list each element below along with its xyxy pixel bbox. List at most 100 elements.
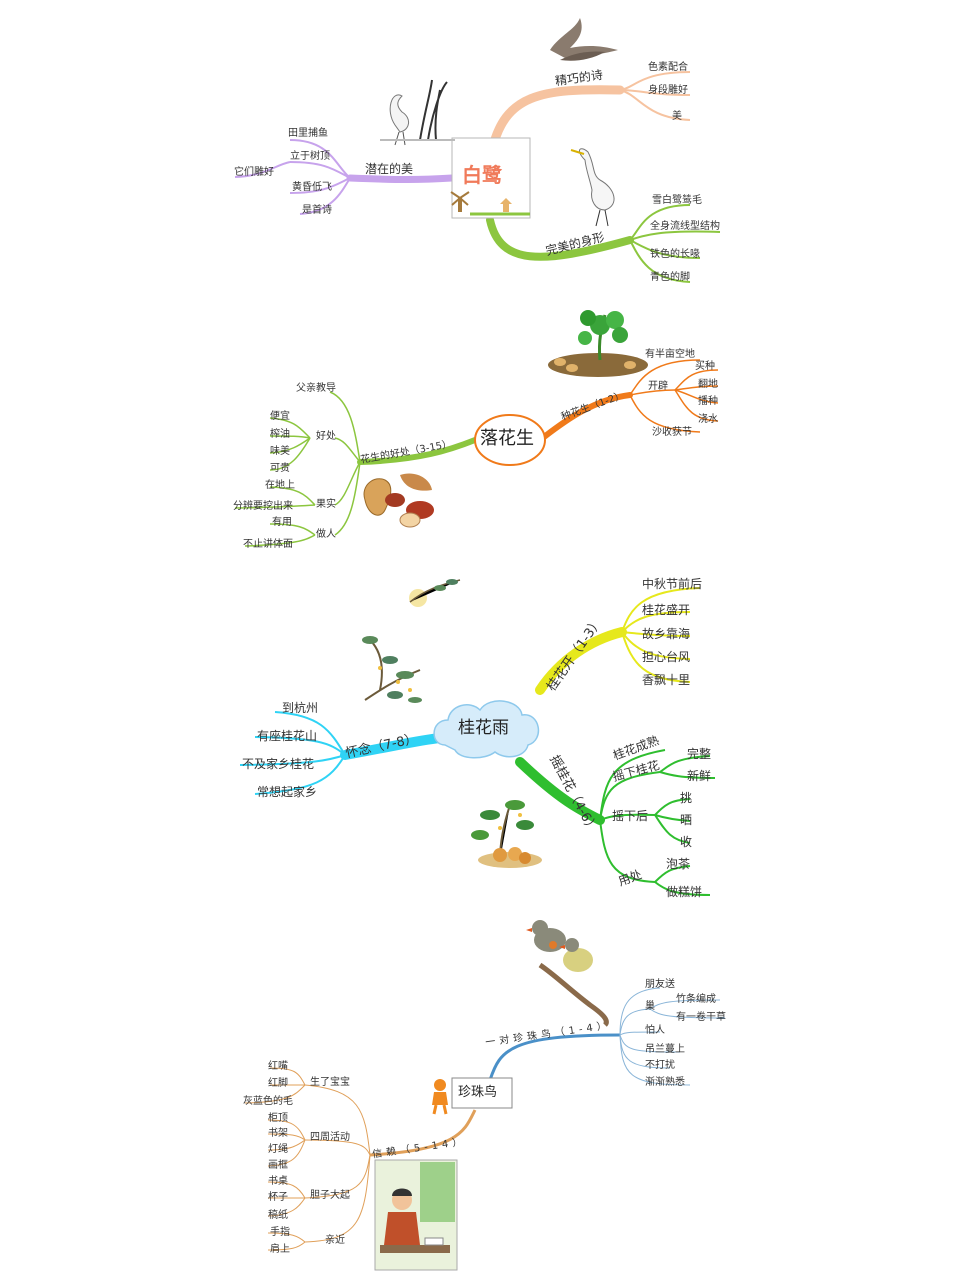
leaf-kaipi: 开辟 bbox=[648, 381, 668, 392]
leaf-jianjian: 渐渐熟悉 bbox=[645, 1077, 685, 1088]
root-bailu: 白鹭 bbox=[462, 163, 502, 187]
leaf-beizi: 杯子 bbox=[268, 1192, 288, 1203]
leaf-qingse: 青色的脚 bbox=[650, 272, 690, 283]
leaf-zhayou: 榨油 bbox=[270, 429, 290, 440]
egret-standing-icon bbox=[570, 148, 615, 227]
leaf-shoushi: 是首诗 bbox=[302, 205, 332, 216]
leaf-liyu: 立于树顶 bbox=[290, 151, 330, 162]
leaf-xinxian: 新鲜 bbox=[687, 769, 712, 783]
branch-qianzai bbox=[346, 174, 456, 183]
leaf-danzi: 胆子大起 bbox=[310, 1190, 350, 1201]
map-pearl-bird bbox=[244, 920, 726, 1271]
leaf-xiangpiao: 香飘十里 bbox=[642, 673, 691, 687]
peanuts-icon bbox=[363, 473, 434, 528]
branch-wanmei bbox=[486, 216, 634, 261]
leaf-weimei: 味美 bbox=[270, 446, 290, 457]
leaf-wanzheng: 完整 bbox=[687, 747, 712, 761]
flying-birds-icon bbox=[550, 18, 618, 61]
leaf-youyong: 有用 bbox=[272, 517, 292, 528]
leaf-maizhong: 买种 bbox=[695, 361, 715, 372]
leaf-tianli: 田里捕鱼 bbox=[288, 128, 328, 139]
map-osmanthus bbox=[239, 579, 716, 896]
leaf-shengkai: 桂花盛开 bbox=[642, 603, 691, 617]
leaf-buji: 不及家乡桂花 bbox=[242, 757, 315, 771]
leaf-zaidishang: 在地上 bbox=[265, 480, 295, 491]
branch-yiduizhenzhuniao bbox=[488, 1033, 621, 1081]
map-egret bbox=[234, 18, 721, 283]
leaf-guihuashan: 有座桂花山 bbox=[257, 729, 318, 743]
leaf-huilan: 灰蓝色的毛 bbox=[243, 1096, 293, 1107]
leaf-haochu: 好处 bbox=[316, 431, 336, 442]
windmill-icon bbox=[450, 191, 530, 216]
leaf-banmu: 有半亩空地 bbox=[645, 349, 695, 360]
leaf-shouhuo: 沙收获节 bbox=[652, 427, 692, 438]
leaf-shenduan: 身段雕好 bbox=[648, 85, 688, 96]
leaf-jianshang: 肩上 bbox=[270, 1244, 290, 1255]
leaf-shouzhi: 手指 bbox=[270, 1227, 290, 1238]
leaf-kegui: 可贵 bbox=[270, 463, 290, 474]
leaf-guoshi: 果实 bbox=[316, 499, 336, 510]
leaf-zhongqiu: 中秋节前后 bbox=[642, 577, 703, 591]
leaf-pengyou: 朋友送 bbox=[645, 979, 675, 990]
egret-icon bbox=[380, 79, 455, 146]
leaf-bozhong: 播种 bbox=[698, 396, 718, 407]
person-icon bbox=[432, 1079, 448, 1115]
cloud-icon bbox=[433, 700, 540, 759]
leaf-tiese: 铁色的长喙 bbox=[650, 249, 700, 260]
leaf-fandi: 翻地 bbox=[698, 379, 718, 390]
branch-zhonghuasheng bbox=[537, 392, 633, 443]
leaf-paren: 怕人 bbox=[645, 1025, 665, 1036]
writer-scene-icon bbox=[374, 1159, 458, 1271]
leaf-yaoxiahou: 摇下后 bbox=[612, 809, 649, 823]
osmanthus-branch-icon bbox=[362, 579, 461, 703]
leaf-tiao: 挑 bbox=[680, 791, 693, 805]
leaf-mei: 美 bbox=[672, 111, 682, 122]
map-peanut bbox=[234, 310, 719, 547]
root-guihuayu: 桂花雨 bbox=[458, 718, 509, 738]
branch-label-qianzai: 潜在的美 bbox=[365, 162, 414, 176]
branch-huainian bbox=[340, 733, 445, 760]
osmanthus-plant-icon bbox=[471, 800, 542, 868]
leaf-changxiang: 常想起家乡 bbox=[257, 785, 318, 799]
leaf-shujia: 书架 bbox=[268, 1128, 288, 1139]
peanut-plant-icon bbox=[548, 310, 648, 377]
leaf-dengsheng: 灯绳 bbox=[268, 1144, 288, 1155]
root-zhenzhuniao: 珍珠鸟 bbox=[458, 1085, 498, 1100]
leaf-diaolan: 吊兰蔓上 bbox=[645, 1044, 685, 1055]
leaf-baobao: 生了宝宝 bbox=[310, 1077, 350, 1088]
leaf-jiaoshui: 浇水 bbox=[698, 414, 718, 425]
branch-xinlai bbox=[369, 1109, 477, 1157]
leaf-hangzhou: 到杭州 bbox=[282, 701, 319, 715]
leaf-gaozhi: 稿纸 bbox=[268, 1210, 288, 1221]
leaf-chao: 巢 bbox=[645, 1001, 655, 1012]
leaf-tamen: 它们雕好 bbox=[234, 167, 274, 178]
leaf-hongzui: 红嘴 bbox=[268, 1061, 288, 1072]
leaf-budarao: 不打扰 bbox=[645, 1060, 675, 1071]
leaf-xuebai: 雪白鹭鸶毛 bbox=[652, 195, 702, 206]
leaf-sizhou: 四周活动 bbox=[310, 1132, 350, 1143]
leaf-zhutiao: 竹条编成 bbox=[676, 994, 716, 1005]
leaf-shou: 收 bbox=[680, 835, 693, 849]
leaf-huakuang: 画框 bbox=[268, 1160, 288, 1171]
leaf-shuzhuo: 书桌 bbox=[268, 1176, 288, 1187]
leaf-kaohai: 故乡靠海 bbox=[642, 627, 691, 641]
leaf-taifeng: 担心台风 bbox=[642, 650, 691, 664]
leaf-zuoren: 做人 bbox=[316, 529, 336, 540]
leaf-paocha: 泡茶 bbox=[666, 857, 691, 871]
leaf-guiding: 柜顶 bbox=[268, 1113, 288, 1124]
branch-jingqiao bbox=[487, 85, 625, 155]
leaf-fenbian: 分辨要挖出来 bbox=[233, 501, 293, 512]
pearl-birds-icon bbox=[526, 920, 609, 1027]
leaf-fuqin: 父亲教导 bbox=[296, 383, 336, 394]
leaf-liuxian: 全身流线型结构 bbox=[650, 221, 720, 232]
leaf-qinjin: 亲近 bbox=[325, 1235, 345, 1246]
leaf-shai: 晒 bbox=[680, 813, 693, 827]
branch-yaoguihua bbox=[515, 757, 605, 825]
leaf-pianyi: 便宜 bbox=[270, 411, 290, 422]
leaf-huanghun: 黄昏低飞 bbox=[292, 182, 332, 193]
leaf-gaobing: 做糕饼 bbox=[666, 885, 703, 899]
branch-haochu bbox=[357, 437, 478, 465]
leaf-bujiang: 不止讲体面 bbox=[243, 539, 293, 550]
leaf-gancao: 有一卷干草 bbox=[676, 1012, 726, 1023]
